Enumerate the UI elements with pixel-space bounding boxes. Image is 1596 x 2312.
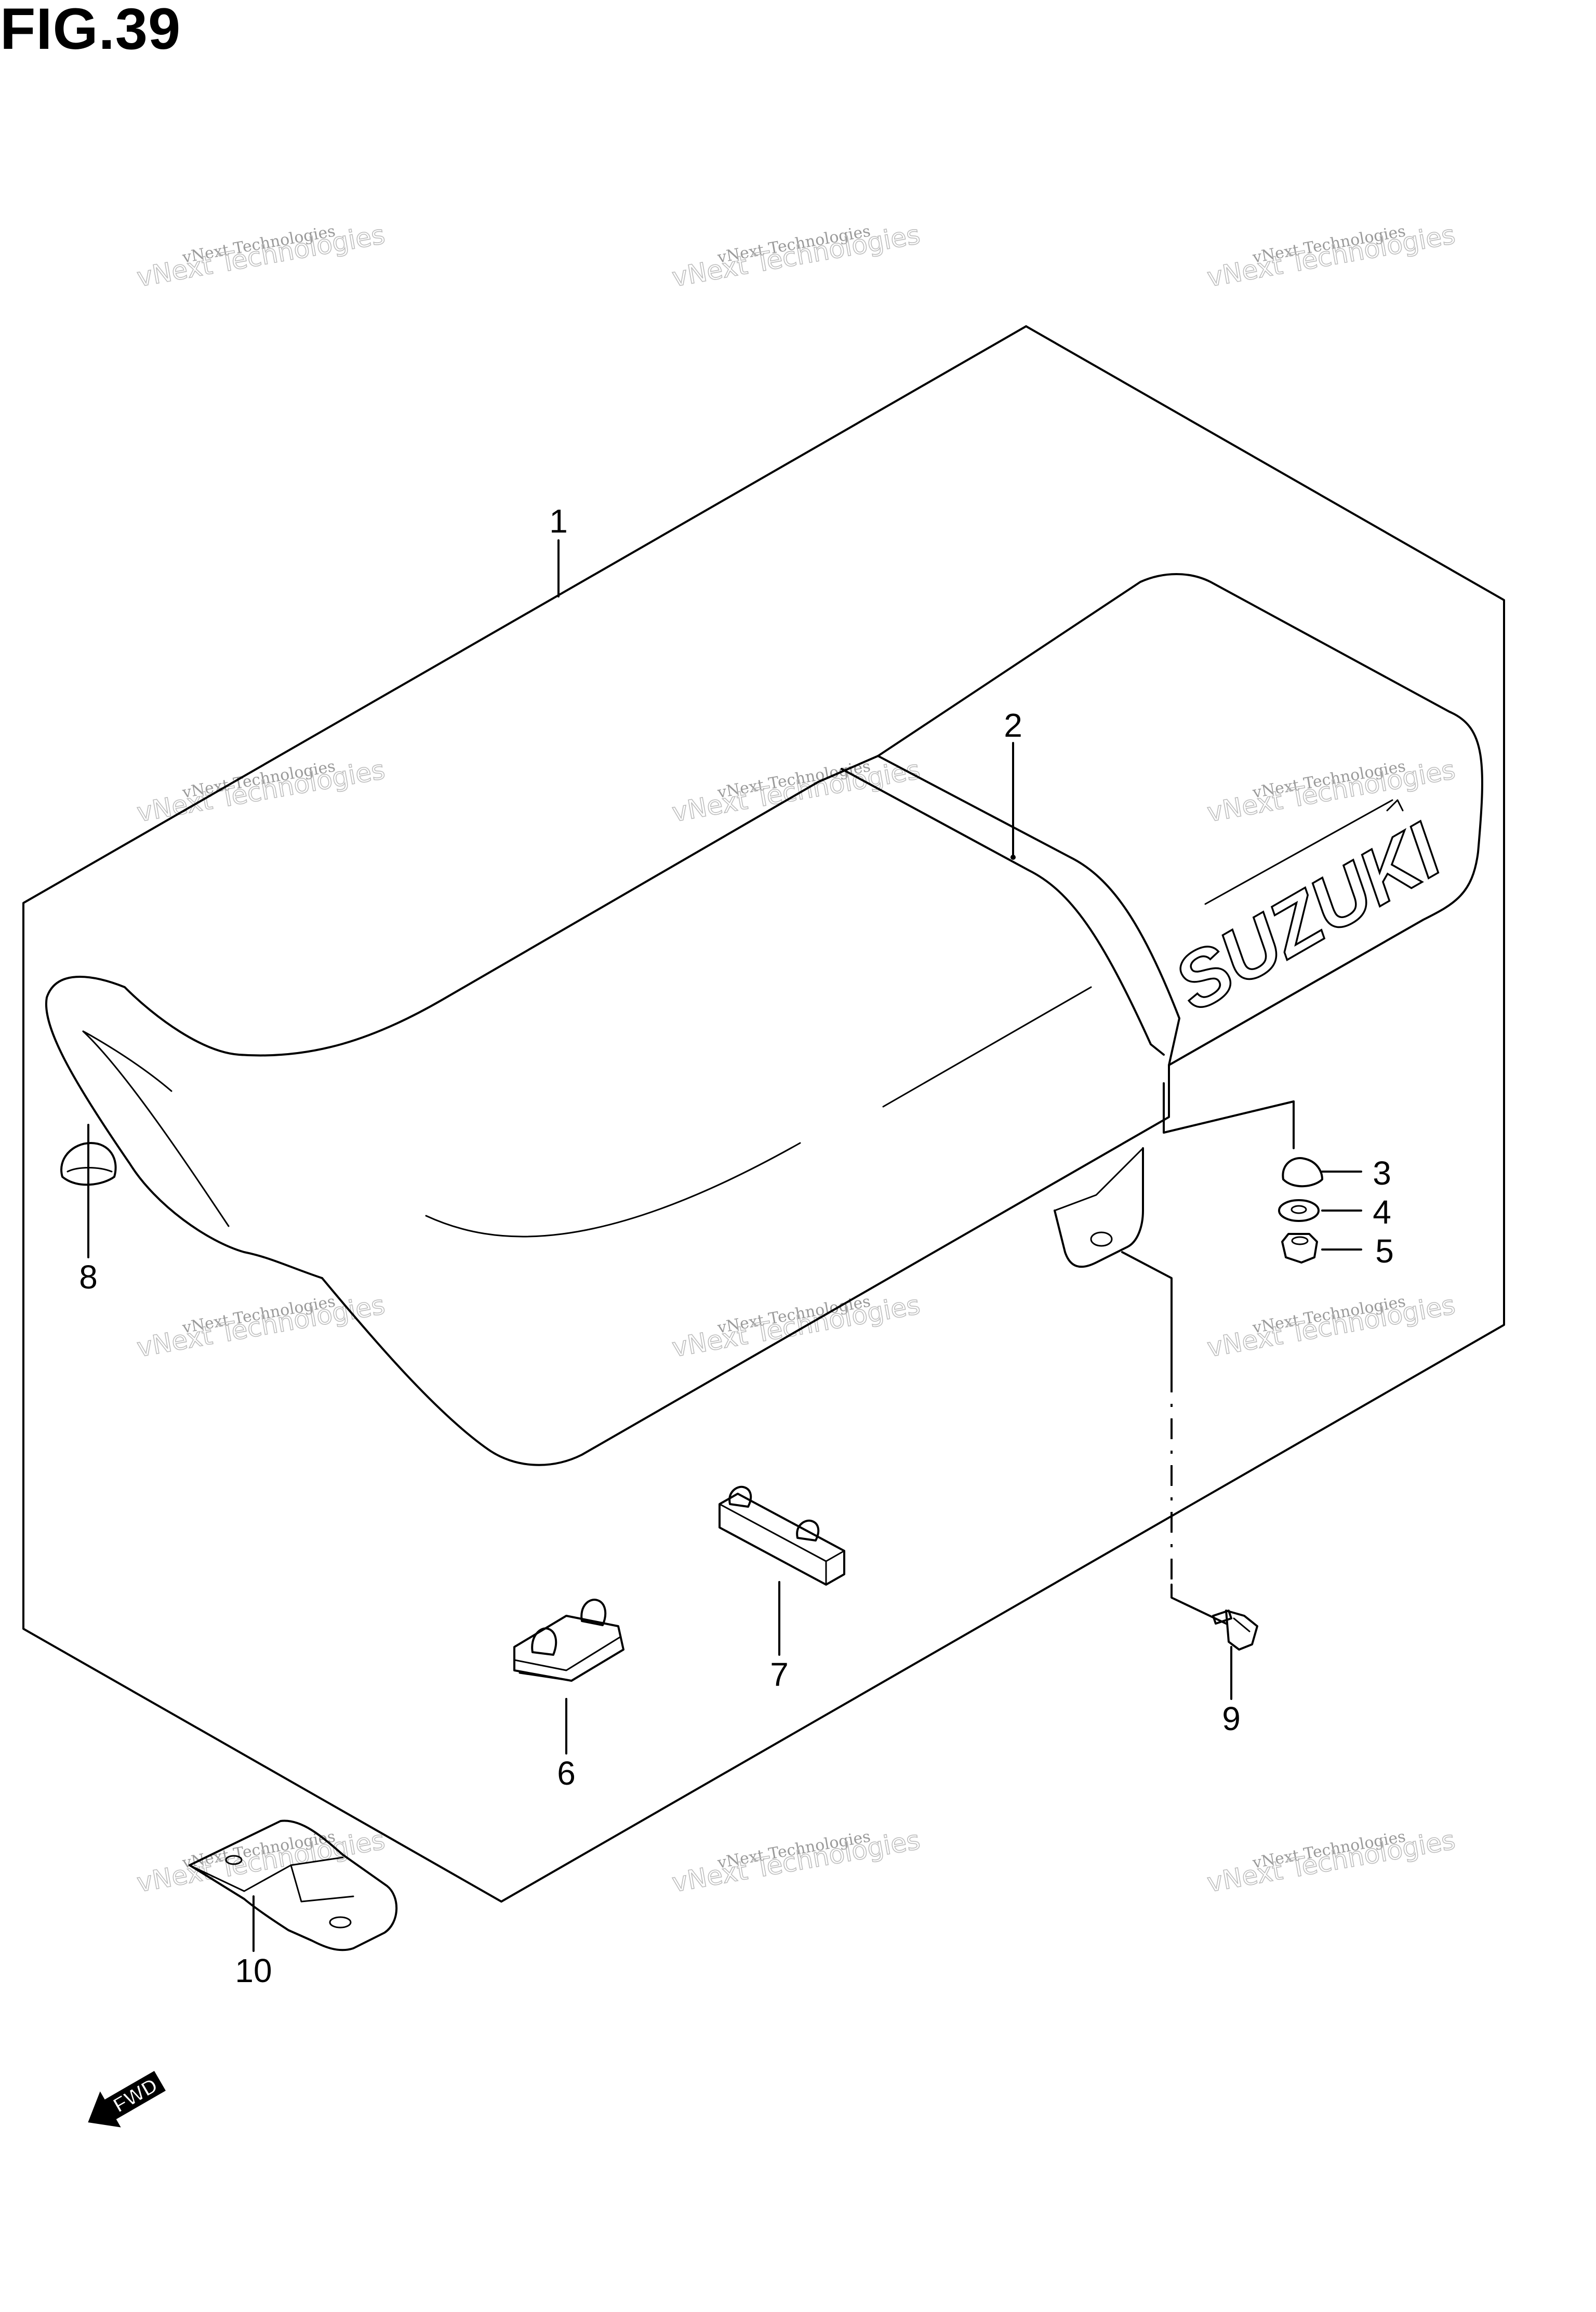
callout-1: 1: [549, 502, 568, 540]
callout-7: 7: [770, 1656, 789, 1693]
figure-title: FIG.39: [0, 0, 181, 61]
callout-6: 6: [557, 1755, 576, 1792]
watermark: vNext Technologies vNext Technologies: [135, 1289, 388, 1363]
callout-2: 2: [1004, 707, 1022, 744]
svg-text:vNext Technologies: vNext Technologies: [670, 1290, 922, 1363]
part-10-bracket: [189, 1819, 398, 1951]
callout-labels: 1 2 3 4 5 6 7 8 9 10: [79, 502, 1394, 1989]
svg-text:vNext Technologies: vNext Technologies: [135, 219, 387, 293]
watermark-grid: vNext Technologies vNext Technologies vN…: [135, 219, 1458, 1898]
callout-9: 9: [1222, 1700, 1241, 1737]
svg-text:vNext Technologies: vNext Technologies: [1205, 754, 1457, 828]
callout-8: 8: [79, 1258, 98, 1296]
fwd-label: FWD: [109, 2074, 162, 2118]
svg-text:vNext Technologies: vNext Technologies: [670, 1825, 922, 1898]
watermark: vNext Technologies vNext Technologies: [670, 754, 923, 828]
svg-text:vNext Technologies: vNext Technologies: [670, 219, 922, 293]
watermark: vNext Technologies vNext Technologies: [135, 219, 388, 293]
fwd-arrow-icon: FWD: [88, 2070, 166, 2128]
watermark: vNext Technologies vNext Technologies: [135, 754, 388, 828]
callout-10: 10: [235, 1952, 272, 1989]
callout-5: 5: [1375, 1232, 1394, 1270]
svg-text:vNext Technologies: vNext Technologies: [1205, 1290, 1457, 1363]
watermark: vNext Technologies vNext Technologies: [1205, 1824, 1458, 1898]
seat-logo: SUZUKI: [1160, 806, 1456, 1027]
part-4-washer: [1278, 1199, 1320, 1222]
part-9-bolt: [1212, 1610, 1258, 1651]
watermark: vNext Technologies vNext Technologies: [1205, 754, 1458, 828]
part-5-nut: [1281, 1233, 1318, 1264]
svg-text:vNext Technologies: vNext Technologies: [1205, 219, 1457, 293]
watermark: vNext Technologies vNext Technologies: [670, 219, 923, 293]
part-8-cushion: [60, 1142, 117, 1186]
callout-3: 3: [1373, 1154, 1391, 1192]
watermark: vNext Technologies vNext Technologies: [1205, 219, 1458, 293]
svg-text:vNext Technologies: vNext Technologies: [1205, 1825, 1457, 1898]
svg-text:vNext Technologies: vNext Technologies: [135, 1290, 387, 1363]
part-7-block: [719, 1485, 845, 1586]
svg-text:vNext Technologies: vNext Technologies: [135, 1825, 387, 1898]
callout-4: 4: [1373, 1193, 1391, 1231]
leader-lines: [87, 539, 1362, 1952]
assembly-box-outline: [22, 325, 1505, 1903]
part-6-block: [513, 1599, 624, 1682]
watermark: vNext Technologies vNext Technologies: [670, 1289, 923, 1363]
watermark: vNext Technologies vNext Technologies: [670, 1824, 923, 1898]
part-3-cushion: [1282, 1157, 1323, 1188]
watermark: vNext Technologies vNext Technologies: [1205, 1289, 1458, 1363]
